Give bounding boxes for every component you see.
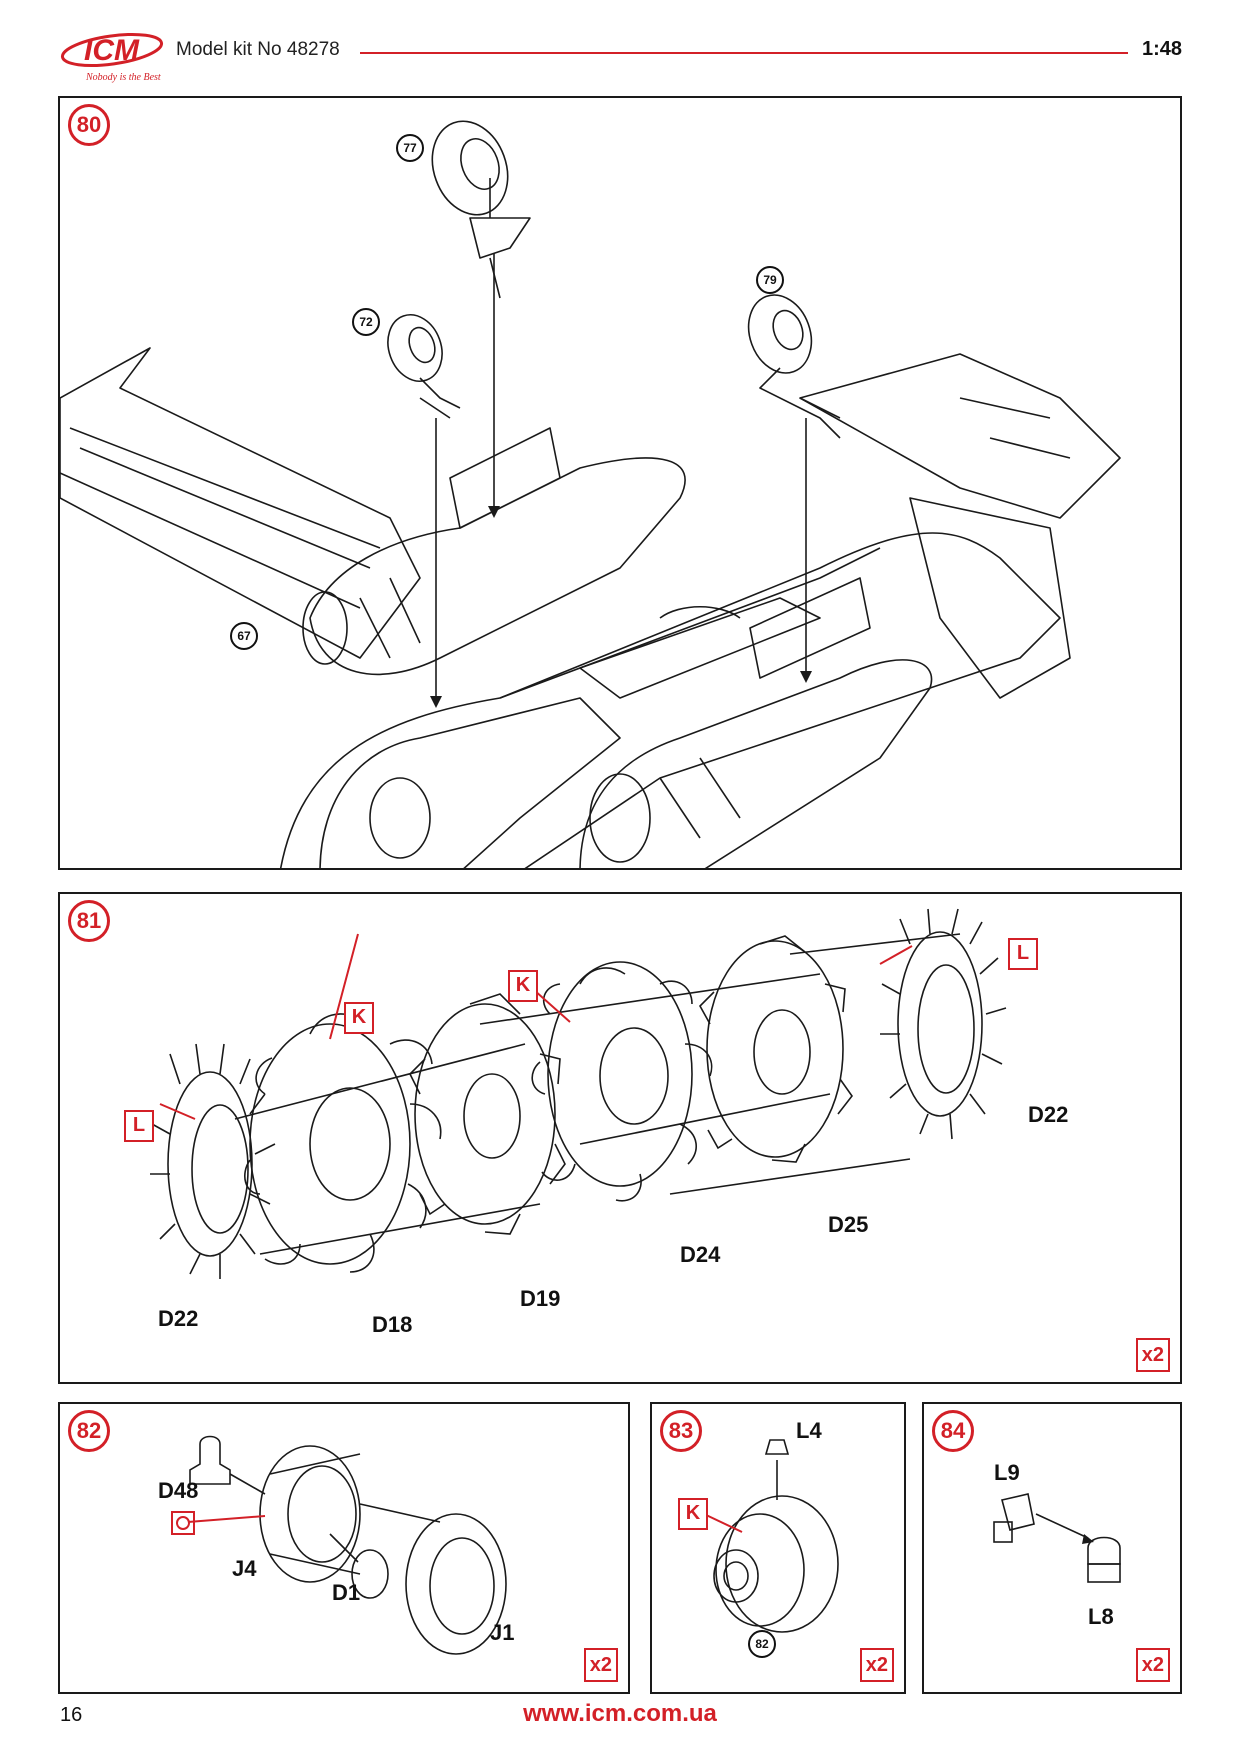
step-80-panel: 80 77 79 72 67 — [58, 96, 1182, 870]
logo-tagline: Nobody is the Best — [85, 72, 161, 83]
part-d19: D19 — [520, 1286, 561, 1311]
ref-79: 79 — [756, 266, 784, 294]
step-80-badge: 80 — [68, 104, 110, 146]
material-k-left: K — [344, 1002, 374, 1034]
ref-72: 72 — [352, 308, 380, 336]
step-83-badge: 83 — [660, 1410, 702, 1452]
step-81-panel: 81 L K K L D22 D18 D19 D24 D25 D22 x2 — [58, 892, 1182, 1384]
step-82-illustration — [171, 1435, 507, 1655]
part-l4: L4 — [796, 1418, 822, 1443]
step-84-multiplier: x2 — [1135, 1648, 1170, 1682]
ref-82: 82 — [748, 1630, 776, 1658]
step-81-illustration — [150, 908, 1007, 1279]
part-l9: L9 — [994, 1460, 1020, 1485]
scale-label: 1:48 — [1141, 38, 1182, 60]
material-l-right: L — [1008, 938, 1038, 970]
part-d22-left: D22 — [158, 1306, 199, 1331]
step-83-multiplier: x2 — [859, 1648, 894, 1682]
step-84-badge: 84 — [932, 1410, 974, 1452]
material-l-left: L — [124, 1110, 154, 1142]
icm-logo: ICM Nobody is the Best — [56, 28, 168, 86]
logo-text: ICM — [84, 34, 140, 67]
step-84-panel: 84 L9 L8 x2 — [922, 1402, 1182, 1694]
part-d22-right: D22 — [1028, 1102, 1069, 1127]
step-82-multiplier: x2 — [583, 1648, 618, 1682]
step-80-illustration — [60, 120, 1121, 868]
part-d25: D25 — [828, 1212, 869, 1237]
website-link[interactable]: www.icm.com.ua — [523, 1700, 717, 1727]
part-d24: D24 — [680, 1242, 721, 1267]
ref-67: 67 — [230, 622, 258, 650]
step-82-panel: 82 D48 J4 D1 J1 x2 — [58, 1402, 630, 1694]
page-number: 16 — [60, 1704, 83, 1726]
part-d18: D18 — [372, 1312, 413, 1337]
header-rule — [360, 52, 1128, 54]
kit-title: Model kit No 48278 — [176, 39, 340, 60]
step-84-illustration — [993, 1493, 1121, 1583]
step-82-badge: 82 — [68, 1410, 110, 1452]
part-d1: D1 — [332, 1580, 361, 1605]
step-83-panel: 83 L4 K 82 x2 — [650, 1402, 906, 1694]
step-83-illustration — [703, 1439, 839, 1633]
step-81-multiplier: x2 — [1135, 1338, 1170, 1372]
part-d48: D48 — [158, 1478, 199, 1503]
step-81-badge: 81 — [68, 900, 110, 942]
part-l8: L8 — [1088, 1604, 1114, 1629]
part-j4: J4 — [232, 1556, 257, 1581]
material-k-right: K — [508, 970, 538, 1002]
part-j1: J1 — [490, 1620, 515, 1645]
material-k: K — [678, 1498, 708, 1530]
ref-77: 77 — [396, 134, 424, 162]
